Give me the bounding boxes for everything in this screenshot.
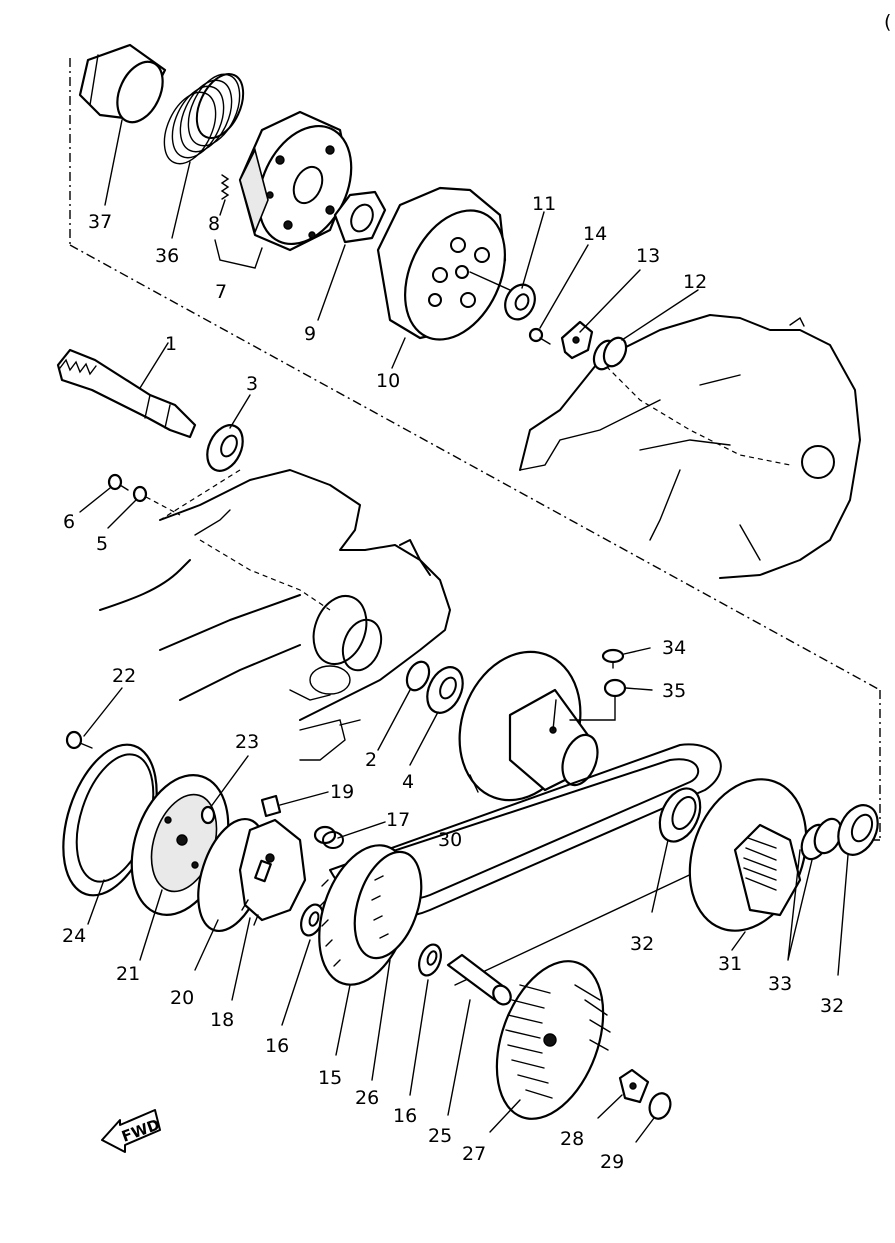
part-17-roller bbox=[313, 825, 344, 849]
part-18-slider-plate bbox=[238, 818, 307, 926]
part-27-fan bbox=[495, 960, 611, 1120]
label-26: 26 bbox=[355, 1087, 379, 1109]
part-34-pin bbox=[601, 648, 625, 669]
label-2: 2 bbox=[365, 749, 377, 771]
part-32-collar-right bbox=[837, 804, 879, 856]
label-31: 31 bbox=[718, 953, 742, 975]
label-36: 36 bbox=[155, 245, 179, 267]
part-1-kick-shaft bbox=[56, 348, 197, 439]
label-33: 33 bbox=[768, 973, 792, 995]
label-15: 15 bbox=[318, 1067, 342, 1089]
part-16-collar-right bbox=[418, 943, 442, 977]
label-4: 4 bbox=[402, 771, 414, 793]
part-9-nut bbox=[333, 190, 387, 244]
fwd-arrow-icon: FWD bbox=[101, 1109, 162, 1153]
label-24: 24 bbox=[62, 925, 86, 947]
label-28: 28 bbox=[560, 1128, 584, 1150]
label-3: 3 bbox=[246, 373, 258, 395]
part-8-small-spring bbox=[220, 174, 230, 200]
part-37-cup bbox=[78, 43, 167, 124]
label-16-left: 16 bbox=[265, 1035, 289, 1057]
part-12-collar bbox=[592, 336, 628, 371]
part-32-collar-upper bbox=[658, 787, 702, 843]
label-34: 34 bbox=[662, 637, 686, 659]
label-27: 27 bbox=[462, 1143, 486, 1165]
part-19-slider bbox=[260, 794, 282, 818]
engine-case-outline bbox=[99, 469, 451, 761]
label-8: 8 bbox=[208, 213, 220, 235]
part-5-washer bbox=[132, 485, 181, 516]
label-9: 9 bbox=[304, 323, 316, 345]
fwd-label: FWD bbox=[119, 1115, 162, 1145]
label-18: 18 bbox=[210, 1009, 234, 1031]
callout-labels: 37 36 8 7 9 10 11 14 13 12 1 3 6 5 22 2 … bbox=[62, 193, 844, 1173]
label-35: 35 bbox=[662, 680, 686, 702]
label-21: 21 bbox=[116, 963, 140, 985]
label-25: 25 bbox=[428, 1125, 452, 1147]
label-29: 29 bbox=[600, 1151, 624, 1173]
part-33-washers bbox=[800, 817, 843, 861]
part-3-oil-seal bbox=[206, 424, 244, 472]
label-13: 13 bbox=[636, 245, 660, 267]
part-7-clutch-carrier bbox=[238, 110, 353, 252]
label-6: 6 bbox=[63, 511, 75, 533]
label-11: 11 bbox=[532, 193, 556, 215]
part-4-bearing bbox=[426, 666, 464, 714]
label-7: 7 bbox=[215, 281, 227, 303]
label-37: 37 bbox=[88, 211, 112, 233]
label-12: 12 bbox=[683, 271, 707, 293]
label-5: 5 bbox=[96, 533, 108, 555]
part-30-secondary-sheave bbox=[458, 650, 599, 802]
label-32-right: 32 bbox=[820, 995, 844, 1017]
part-35-collar bbox=[569, 678, 627, 721]
label-22: 22 bbox=[112, 665, 136, 687]
leader-lines bbox=[79, 119, 849, 1143]
label-20: 20 bbox=[170, 987, 194, 1009]
part-36-spring bbox=[163, 73, 245, 165]
part-6-bolt bbox=[107, 473, 129, 491]
label-19: 19 bbox=[330, 781, 354, 803]
label-16-right: 16 bbox=[393, 1105, 417, 1127]
part-11-bearing bbox=[504, 283, 536, 321]
corner-mark: ( bbox=[884, 11, 891, 33]
label-10: 10 bbox=[376, 370, 400, 392]
crankcase-cover-outline bbox=[519, 314, 861, 579]
label-30: 30 bbox=[438, 829, 462, 851]
part-2-circlip bbox=[405, 660, 431, 692]
label-23: 23 bbox=[235, 731, 259, 753]
part-14-screw bbox=[528, 327, 551, 345]
part-13-plate bbox=[560, 320, 594, 360]
part-26-ramp bbox=[353, 850, 423, 960]
label-17: 17 bbox=[386, 809, 410, 831]
part-25-sleeve bbox=[446, 953, 512, 1006]
part-23-spacer bbox=[200, 805, 216, 825]
part-22-bolt bbox=[65, 730, 93, 750]
part-16-collar-left bbox=[300, 903, 324, 937]
part-29-nut bbox=[648, 1092, 672, 1120]
part-10-clutch-housing bbox=[376, 186, 511, 341]
label-32-upper: 32 bbox=[630, 933, 654, 955]
label-1: 1 bbox=[165, 333, 177, 355]
part-28-washer bbox=[618, 1068, 650, 1104]
label-14: 14 bbox=[583, 223, 607, 245]
part-31-primary-sheave bbox=[688, 778, 808, 932]
